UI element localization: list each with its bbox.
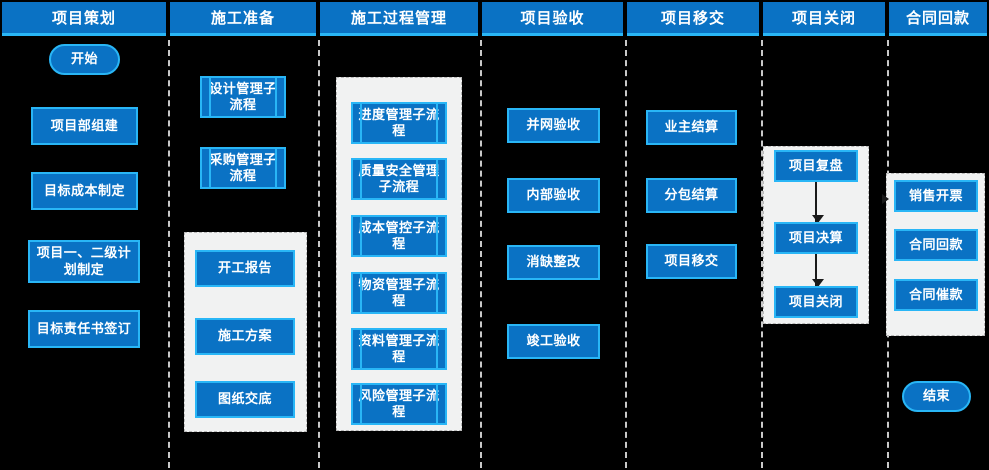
node-contract-payment[interactable]: 合同回款 xyxy=(894,229,978,261)
node-schedule-management-subprocess[interactable]: 进度管理子流程 xyxy=(351,102,447,144)
lane-header-label: 项目关闭 xyxy=(791,10,856,27)
node-project-team-setup[interactable]: 项目部组建 xyxy=(31,107,138,145)
node-label: 项目复盘 xyxy=(788,157,843,173)
lane-divider-1 xyxy=(168,40,170,468)
node-label: 合同回款 xyxy=(908,236,963,252)
node-label: 业主结算 xyxy=(664,119,719,135)
node-label: 并网验收 xyxy=(526,117,581,133)
lane-header-3: 施工过程管理 xyxy=(320,2,478,36)
node-subcontract-settlement[interactable]: 分包结算 xyxy=(646,178,737,213)
node-label: 销售开票 xyxy=(908,187,963,203)
lane-header-label: 施工过程管理 xyxy=(350,10,447,27)
node-label: 图纸交底 xyxy=(217,391,272,407)
node-label: 设计管理子流程 xyxy=(209,80,277,112)
node-quality-safety-management-subprocess[interactable]: 质量安全管理子流程 xyxy=(351,158,447,200)
node-project-handover[interactable]: 项目移交 xyxy=(646,244,737,279)
lane-header-label: 项目策划 xyxy=(51,10,116,27)
node-level-plan[interactable]: 项目一、二级计划制定 xyxy=(28,240,140,283)
node-owner-settlement[interactable]: 业主结算 xyxy=(646,110,737,145)
node-label: 内部验收 xyxy=(526,187,581,203)
node-label: 进度管理子流程 xyxy=(358,106,440,138)
node-responsibility-letter[interactable]: 目标责任书签订 xyxy=(28,310,140,348)
lane-header-6: 项目关闭 xyxy=(763,2,885,36)
node-defect-rectification[interactable]: 消缺整改 xyxy=(507,245,600,280)
node-commencement-report[interactable]: 开工报告 xyxy=(195,250,295,287)
connector-review-to-final-account xyxy=(812,182,824,223)
lane-header-label: 合同回款 xyxy=(905,10,970,27)
node-label: 开工报告 xyxy=(217,260,272,276)
node-label: 结束 xyxy=(922,388,950,404)
node-label: 竣工验收 xyxy=(526,333,581,349)
node-cost-control-subprocess[interactable]: 成本管控子流程 xyxy=(351,215,447,257)
node-label: 消缺整改 xyxy=(526,254,581,270)
node-completion-acceptance[interactable]: 竣工验收 xyxy=(507,324,600,359)
node-construction-plan[interactable]: 施工方案 xyxy=(195,318,295,355)
node-end[interactable]: 结束 xyxy=(902,381,971,412)
lane-header-2: 施工准备 xyxy=(170,2,316,36)
node-label: 风险管理子流程 xyxy=(358,387,440,419)
node-label: 质量安全管理子流程 xyxy=(358,162,440,194)
lane-divider-5 xyxy=(761,40,763,468)
lane-header-label: 施工准备 xyxy=(210,10,275,27)
node-target-cost[interactable]: 目标成本制定 xyxy=(31,172,138,210)
lane-header-5: 项目移交 xyxy=(627,2,759,36)
node-label: 资料管理子流程 xyxy=(358,332,440,364)
lane-divider-4 xyxy=(625,40,627,468)
node-project-close[interactable]: 项目关闭 xyxy=(774,286,858,318)
node-payment-reminder[interactable]: 合同催款 xyxy=(894,279,978,311)
node-drawing-disclosure[interactable]: 图纸交底 xyxy=(195,381,295,418)
node-label: 项目一、二级计划制定 xyxy=(36,245,132,277)
node-start[interactable]: 开始 xyxy=(49,44,120,75)
node-material-management-subprocess[interactable]: 物资管理子流程 xyxy=(351,272,447,314)
lane-header-label: 项目移交 xyxy=(660,10,725,27)
node-label: 成本管控子流程 xyxy=(358,219,440,251)
node-project-review[interactable]: 项目复盘 xyxy=(774,150,858,182)
node-label: 合同催款 xyxy=(908,286,963,302)
node-label: 开始 xyxy=(70,51,98,67)
node-internal-acceptance[interactable]: 内部验收 xyxy=(507,178,600,213)
connector-close-to-invoice-arrowhead xyxy=(882,194,889,204)
node-final-account[interactable]: 项目决算 xyxy=(774,222,858,254)
node-design-management-subprocess[interactable]: 设计管理子流程 xyxy=(200,76,286,118)
node-label: 项目决算 xyxy=(788,229,843,245)
node-label: 施工方案 xyxy=(217,328,272,344)
connector-final-account-to-close xyxy=(812,254,824,287)
node-label: 项目部组建 xyxy=(50,117,119,133)
node-label: 物资管理子流程 xyxy=(358,276,440,308)
node-risk-management-subprocess[interactable]: 风险管理子流程 xyxy=(351,383,447,425)
lane-header-4: 项目验收 xyxy=(482,2,623,36)
node-grid-connection-acceptance[interactable]: 并网验收 xyxy=(507,108,600,143)
lane-divider-3 xyxy=(480,40,482,468)
lane-header-1: 项目策划 xyxy=(2,2,166,36)
node-label: 分包结算 xyxy=(664,187,719,203)
node-label: 项目关闭 xyxy=(788,293,843,309)
node-label: 目标成本制定 xyxy=(43,182,125,198)
node-label: 目标责任书签订 xyxy=(36,320,132,336)
node-procurement-management-subprocess[interactable]: 采购管理子流程 xyxy=(200,147,286,189)
lane-divider-2 xyxy=(318,40,320,468)
lane-header-label: 项目验收 xyxy=(520,10,585,27)
node-document-management-subprocess[interactable]: 资料管理子流程 xyxy=(351,328,447,370)
lane-header-7: 合同回款 xyxy=(889,2,987,36)
node-label: 项目移交 xyxy=(664,253,719,269)
node-sales-invoice[interactable]: 销售开票 xyxy=(894,180,978,212)
node-label: 采购管理子流程 xyxy=(209,151,277,183)
